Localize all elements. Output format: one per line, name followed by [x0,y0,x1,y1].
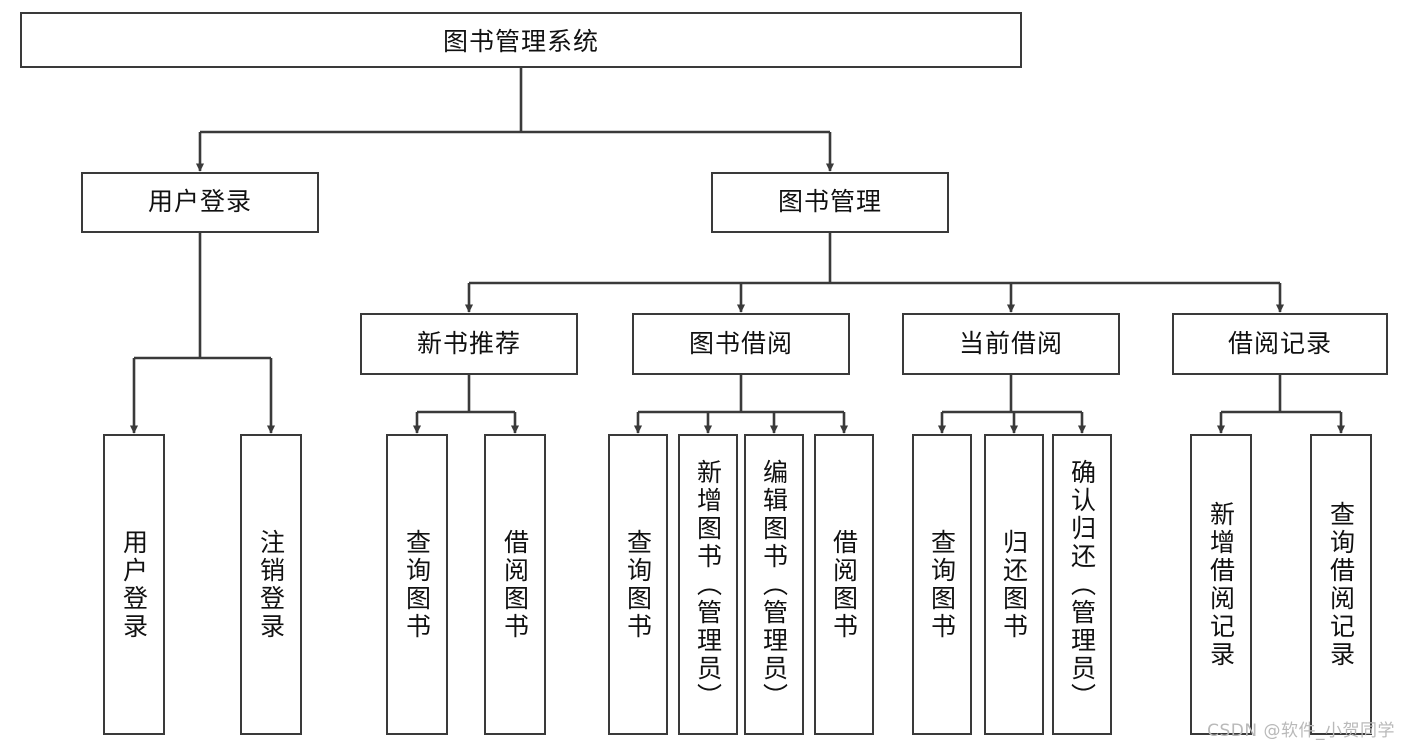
watermark-credit: CSDN @软件_小贺同学 [1207,721,1395,741]
node-bb-edit-book[interactable]: 编辑图书（管理员） [744,434,804,735]
node-label: 编辑图书（管理员） [759,458,789,711]
node-label: 新增图书（管理员） [693,458,723,711]
node-label: 查询图书 [402,528,432,641]
node-nbr-query-book[interactable]: 查询图书 [386,434,448,735]
node-label: 用户登录 [147,187,252,217]
node-label: 图书管理 [777,187,882,217]
node-new-book-rec[interactable]: 新书推荐 [360,313,578,375]
node-label: 查询图书 [927,528,957,641]
node-cb-return-book[interactable]: 归还图书 [984,434,1044,735]
node-br-query-record[interactable]: 查询借阅记录 [1310,434,1372,735]
node-nbr-borrow-book[interactable]: 借阅图书 [484,434,546,735]
node-label: 图书借阅 [688,328,793,358]
node-cb-confirm-return[interactable]: 确认归还（管理员） [1052,434,1112,735]
node-label: 借阅图书 [829,528,859,641]
node-leaf-user-login[interactable]: 用户登录 [103,434,165,735]
node-root[interactable]: 图书管理系统 [20,12,1022,68]
node-label: 新增借阅记录 [1206,500,1236,669]
node-bb-query-book[interactable]: 查询图书 [608,434,668,735]
node-label: 查询图书 [623,528,653,641]
node-label: 图书管理系统 [442,27,599,56]
node-label: 用户登录 [119,528,149,641]
node-label: 确认归还（管理员） [1067,458,1097,711]
node-book-manage[interactable]: 图书管理 [711,172,949,233]
node-book-borrow[interactable]: 图书借阅 [632,313,850,375]
node-leaf-user-logout[interactable]: 注销登录 [240,434,302,735]
node-label: 借阅图书 [500,528,530,641]
node-br-add-record[interactable]: 新增借阅记录 [1190,434,1252,735]
node-label: 新书推荐 [416,328,521,358]
node-label: 借阅记录 [1227,328,1332,358]
node-bb-add-book[interactable]: 新增图书（管理员） [678,434,738,735]
node-label: 查询借阅记录 [1326,500,1356,669]
node-bb-borrow-book[interactable]: 借阅图书 [814,434,874,735]
node-label: 当前借阅 [958,328,1063,358]
node-user-login[interactable]: 用户登录 [81,172,319,233]
node-cb-query-book[interactable]: 查询图书 [912,434,972,735]
node-label: 归还图书 [999,528,1029,641]
node-borrow-record[interactable]: 借阅记录 [1172,313,1388,375]
node-current-borrow[interactable]: 当前借阅 [902,313,1120,375]
node-label: 注销登录 [256,528,286,641]
